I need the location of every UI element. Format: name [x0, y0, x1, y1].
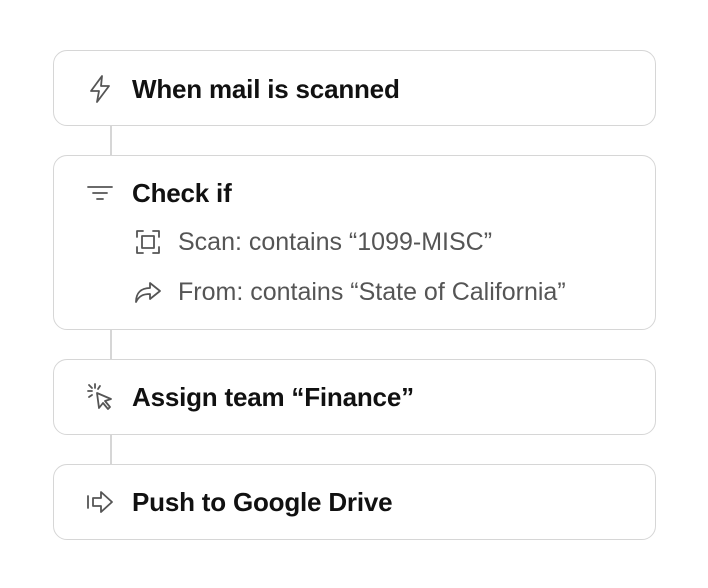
assign-label: Assign team “Finance” — [132, 381, 414, 412]
cursor-click-icon — [84, 381, 116, 413]
push-card[interactable]: Push to Google Drive — [53, 464, 656, 540]
connector-line — [110, 330, 112, 359]
filter-row: Check if — [84, 177, 232, 209]
trigger-card[interactable]: When mail is scanned — [53, 50, 656, 126]
filter-label: Check if — [132, 177, 232, 208]
arrow-right-outline-icon — [84, 486, 116, 518]
lightning-icon — [84, 73, 116, 105]
trigger-label: When mail is scanned — [132, 73, 400, 104]
condition-scan-label: Scan: contains “1099-MISC” — [178, 227, 493, 256]
push-label: Push to Google Drive — [132, 486, 393, 517]
filter-card[interactable]: Check if Scan: contains “1099-MISC” — [53, 155, 656, 330]
assign-row: Assign team “Finance” — [84, 381, 414, 413]
condition-from-label: From: contains “State of California” — [178, 277, 566, 306]
connector-line — [110, 126, 112, 155]
trigger-row: When mail is scanned — [84, 73, 400, 105]
push-row: Push to Google Drive — [84, 486, 393, 518]
filter-icon — [84, 177, 116, 209]
connector-line — [110, 435, 112, 464]
workflow: When mail is scanned Check if — [53, 50, 656, 540]
condition-row-from: From: contains “State of California” — [132, 276, 566, 308]
forward-arrow-icon — [132, 276, 164, 308]
scan-icon — [132, 226, 164, 258]
assign-card[interactable]: Assign team “Finance” — [53, 359, 656, 435]
condition-row-scan: Scan: contains “1099-MISC” — [132, 226, 492, 258]
